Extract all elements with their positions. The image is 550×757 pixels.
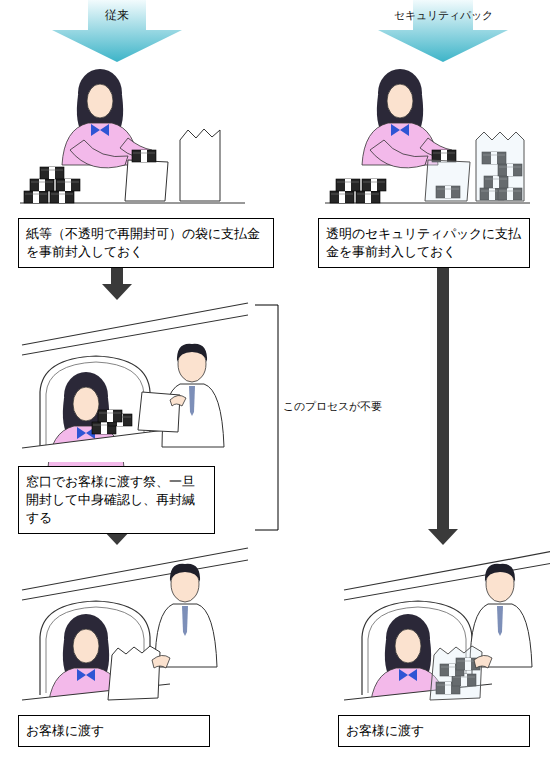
packing-scene (325, 69, 530, 203)
column-heading: セキュリティパック (394, 9, 493, 23)
step-caption: 透明のセキュリティパックに支払金を事前封入しておく (318, 218, 530, 268)
step-panel: お客様に渡す (18, 545, 210, 747)
step-caption: お客様に渡す (18, 715, 210, 747)
bracket-note: このプロセスが不要 (283, 400, 382, 414)
window-scene (22, 548, 248, 712)
step-caption: 紙等（不透明で再開封可）の袋に支払金を事前封入しておく (18, 218, 274, 268)
column-heading: 従来 (105, 8, 129, 22)
arrow-shaft (111, 268, 123, 284)
step-panel: お客様に渡す (338, 545, 530, 747)
step-caption: お客様に渡す (338, 715, 530, 747)
window-scene (344, 548, 550, 712)
step-panel: 紙等（不透明で再開封可）の袋に支払金を事前封入しておく (18, 60, 274, 268)
arrow-shaft (437, 268, 449, 529)
step-panel: 窓口でお客様に渡す祭、一旦開封して中身確認し、再封緘する (18, 300, 215, 534)
column-arrow (378, 0, 508, 62)
arrow-head (102, 284, 132, 300)
flow-arrow (428, 268, 458, 545)
step-caption: 窓口でお客様に渡す祭、一旦開封して中身確認し、再封緘する (18, 466, 215, 534)
bracket (255, 305, 278, 530)
step-panel: 透明のセキュリティパックに支払金を事前封入しておく (318, 60, 530, 268)
window-scene (22, 303, 248, 468)
flow-arrow (102, 268, 132, 300)
packing-scene (20, 69, 245, 203)
column-arrow (52, 0, 182, 62)
arrow-head (428, 529, 458, 545)
